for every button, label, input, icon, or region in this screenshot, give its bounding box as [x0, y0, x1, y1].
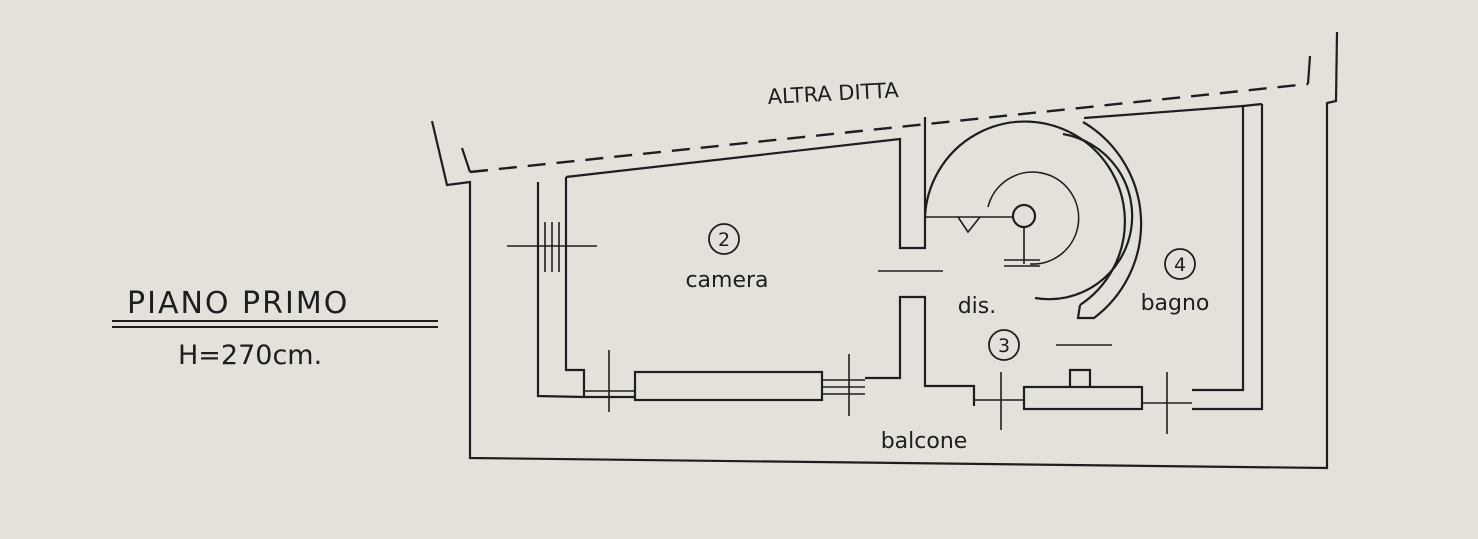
room-number: 2 [718, 229, 730, 251]
room-number: 3 [998, 335, 1010, 357]
room-dis: dis. 3 [958, 294, 1020, 361]
room-camera-walls [507, 117, 943, 399]
spiral-staircase [923, 120, 1143, 320]
boundary-corner-left [460, 147, 472, 173]
room-number: 4 [1174, 254, 1186, 276]
property-boundary-dashed [469, 82, 1309, 174]
boundary-corner-right [1306, 55, 1312, 85]
room-camera: 2 camera [685, 223, 769, 293]
ceiling-height: H=270cm. [178, 340, 322, 371]
room-name: camera [685, 268, 768, 293]
neighbor-label: ALTRA DITTA [767, 78, 900, 109]
room-bagno: 4 bagno [1141, 248, 1210, 316]
outer-wall [430, 31, 1339, 470]
room-number-circle [1164, 248, 1196, 280]
floor-title: PIANO PRIMO [127, 286, 349, 321]
room-number-circle [708, 223, 740, 255]
title-block: PIANO PRIMO H=270cm. [112, 286, 438, 371]
room-name: dis. [958, 294, 997, 319]
south-wall [584, 102, 1264, 434]
room-name: bagno [1141, 291, 1210, 316]
balcony-label: balcone [881, 429, 968, 454]
room-number-circle [988, 329, 1020, 361]
